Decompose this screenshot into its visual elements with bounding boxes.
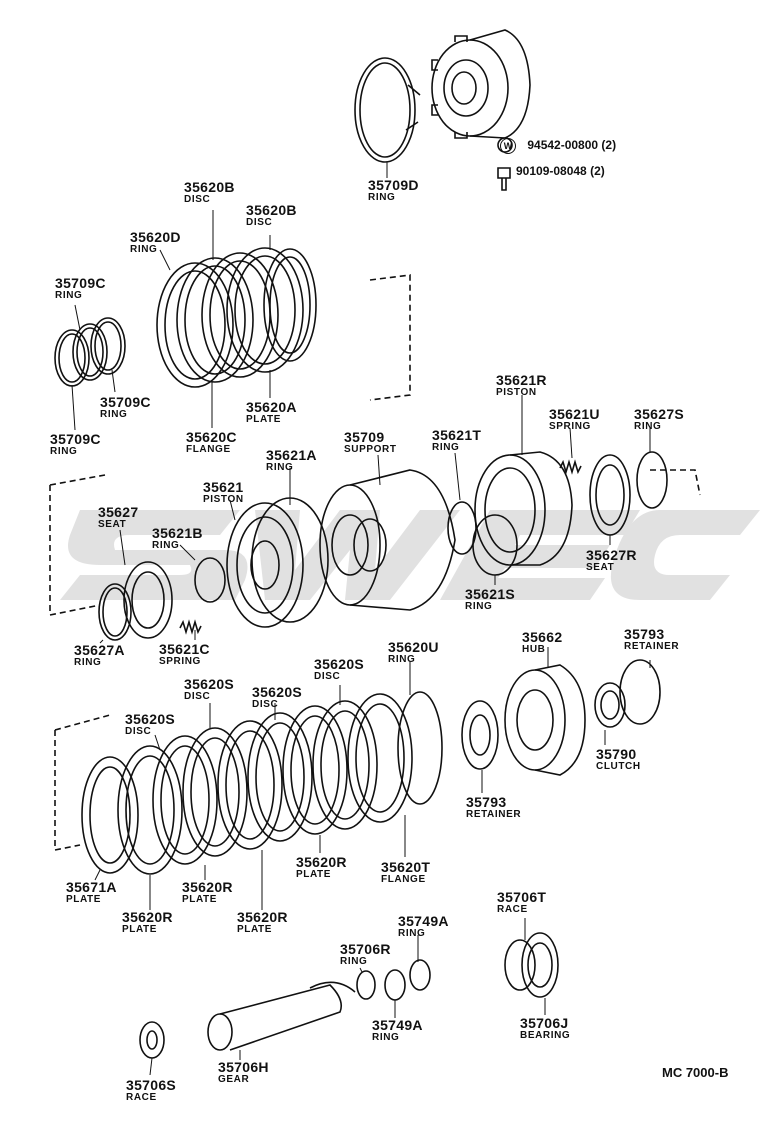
retainer-35793-shape bbox=[461, 700, 499, 770]
hardware-bolt-row: 90109-08048 (2) bbox=[516, 165, 605, 177]
gear-35706h-shape bbox=[207, 981, 356, 1051]
rings-35709c-shape bbox=[54, 317, 126, 387]
lower-clutch-pack-shape bbox=[81, 691, 443, 875]
ring-35749a-shapes bbox=[384, 959, 431, 1001]
bracket-lower bbox=[54, 714, 111, 851]
piston-35621-shape bbox=[226, 497, 329, 628]
spring-35621c-shape bbox=[179, 619, 202, 635]
upper-clutch-pack-shape bbox=[156, 247, 317, 388]
leader-lines bbox=[71, 162, 651, 1076]
bracket-middle-left bbox=[49, 474, 106, 616]
piston-35621r-shape bbox=[474, 451, 573, 566]
ring-35627s-shape bbox=[636, 451, 668, 509]
clutch-drum-shape bbox=[431, 29, 531, 139]
watermark-logo bbox=[60, 510, 760, 600]
race-35706s-shape bbox=[139, 1021, 165, 1059]
bolt-qty: (2) bbox=[590, 164, 605, 178]
bolt-part-number: 90109-08048 bbox=[516, 164, 587, 178]
spring-35621u-shape bbox=[559, 459, 582, 475]
seat-35627r-shape bbox=[589, 454, 631, 536]
washer-qty: (2) bbox=[601, 138, 617, 152]
bracket-middle-right bbox=[650, 469, 701, 496]
ring-35706r-shape bbox=[356, 970, 376, 1000]
ring-35621b-shape bbox=[194, 557, 226, 603]
ring-35621s-shape bbox=[472, 514, 518, 576]
ring-35709d-shape bbox=[354, 57, 421, 163]
hub-35662-shape bbox=[504, 664, 586, 776]
clutch-35790-shape bbox=[594, 682, 626, 728]
hardware-washer-row: W 94542-00800 (2) bbox=[500, 138, 616, 154]
bracket-upper bbox=[369, 274, 411, 401]
bolt-icon-shape bbox=[497, 167, 511, 191]
support-35709-shape bbox=[319, 469, 456, 611]
retainer-35793b-shape bbox=[619, 659, 661, 725]
bearing-35706j-shape bbox=[504, 932, 559, 998]
washer-symbol: W bbox=[500, 138, 516, 154]
diagram-code: MC 7000-B bbox=[662, 1065, 729, 1080]
seat-35627-shape bbox=[98, 561, 173, 641]
washer-part-number: 94542-00800 bbox=[527, 138, 599, 152]
